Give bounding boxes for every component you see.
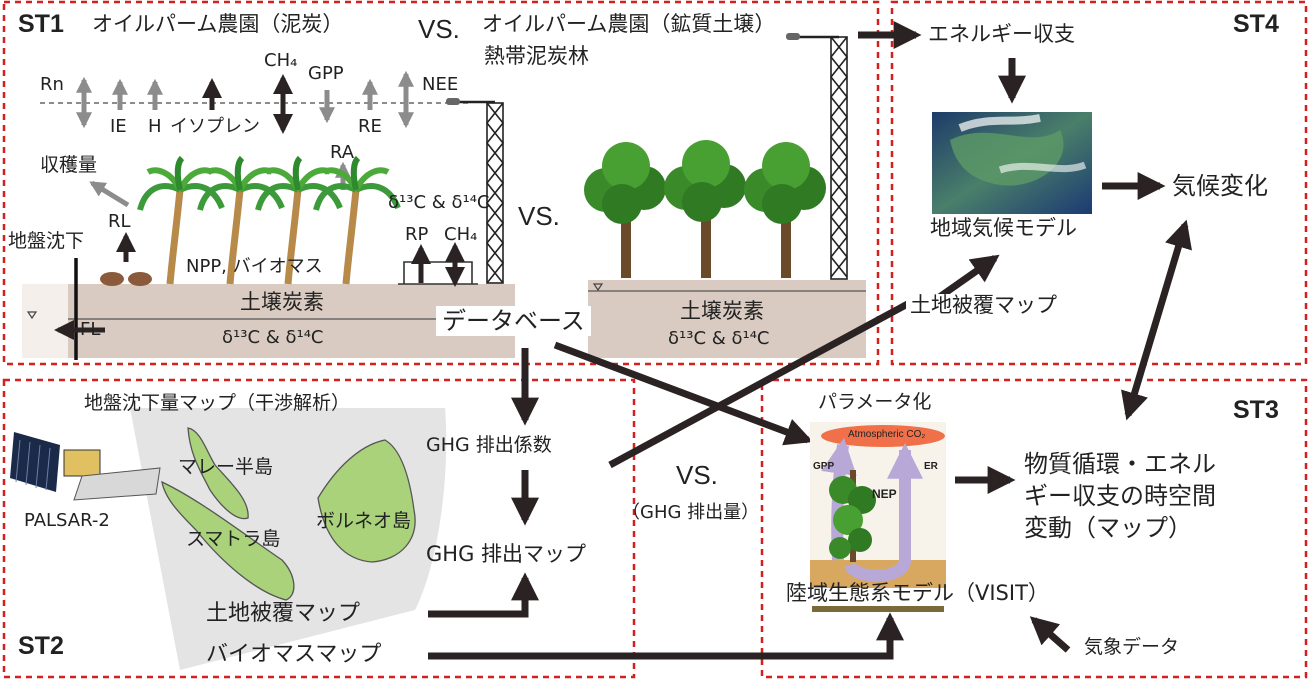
flux-isoprene: イソプレン	[170, 116, 260, 137]
soil-isotope-left: δ¹³C & δ¹⁴C	[222, 327, 324, 348]
satellite-palsar2	[10, 432, 161, 501]
arrow-climate-output	[1121, 219, 1192, 421]
flux-rl: RL	[108, 211, 131, 232]
island-borneo: ボルネオ島	[316, 510, 412, 532]
landcover-map-st4-label: 土地被覆マップ	[906, 294, 1061, 317]
st1-label: ST1	[18, 10, 64, 38]
st4-border	[890, 0, 1308, 366]
sensor-left	[446, 98, 460, 105]
fruit-bunch-1	[100, 272, 124, 286]
st4-label: ST4	[1233, 10, 1279, 38]
flux-isotope-top: δ¹³C & δ¹⁴C	[388, 192, 490, 213]
water-level-mark-left	[26, 311, 38, 320]
st1-border	[2, 0, 880, 366]
database-label: データベース	[436, 306, 591, 336]
energy-balance-label: エネルギー収支	[928, 22, 1075, 46]
landcover-map-st2-label: 土地被覆マップ	[206, 601, 361, 626]
flux-nee: NEE	[422, 74, 459, 95]
visit-tree	[829, 470, 876, 562]
st2-label: ST2	[18, 632, 64, 660]
st2-border	[2, 378, 636, 679]
fruit-bunch-2	[128, 272, 152, 286]
flux-subsidence: 地盤沈下	[8, 230, 85, 252]
visit-model-label: 陸域生態系モデル（VISIT）	[786, 581, 1049, 605]
flux-tower-left	[455, 100, 505, 284]
flux-rn: Rn	[40, 74, 64, 95]
visit-nep-label: NEP	[872, 487, 897, 501]
sensor-right	[786, 33, 800, 40]
chamber-box	[398, 261, 478, 285]
atm-co2-label: Atmospheric CO₂	[848, 429, 926, 440]
visit-ground-bar	[812, 606, 944, 612]
line-emission-to-landcover	[608, 296, 917, 469]
subsidence-map-title: 地盤沈下量マップ（干渉解析）	[84, 392, 351, 414]
weather-data-label: 気象データ	[1084, 636, 1180, 658]
island-sumatra: スマトラ島	[186, 528, 281, 550]
title-peat-forest: 熱帯泥炭林	[484, 44, 589, 68]
regional-climate-model-label: 地域気候モデル	[930, 216, 1077, 240]
climate-change-label: 気候変化	[1172, 172, 1268, 200]
visit-er-label: ER	[924, 461, 938, 472]
flux-fl: FL	[80, 319, 101, 340]
ghg-emission-factor-label: GHG 排出係数	[426, 434, 552, 456]
ghg-emission-amount-label: （GHG 排出量）	[622, 502, 760, 523]
flux-re: RE	[358, 116, 382, 137]
arrow-biomass-to-visit	[428, 612, 904, 660]
flux-harvest: 収穫量	[40, 154, 98, 176]
output-line1: 物質循環・エネル	[1024, 450, 1216, 478]
flux-gpp: GPP	[308, 63, 344, 84]
sumatra-shape	[161, 480, 295, 601]
flux-npp: NPP, バイオマス	[186, 256, 323, 277]
vs-label-mid: VS.	[518, 201, 560, 231]
output-line2: ギー収支の時空間	[1024, 482, 1216, 510]
flux-rp: RP	[405, 224, 429, 245]
malay-peninsula-shape	[187, 427, 249, 520]
palm-trees	[137, 155, 401, 285]
satellite-label: PALSAR-2	[24, 510, 110, 531]
biomass-map-label: バイオマスマップ	[206, 642, 382, 667]
title-oilpalm-peat: オイルパーム農園（泥炭）	[92, 12, 344, 36]
forest-trees	[584, 140, 826, 278]
borneo-shape	[317, 439, 416, 563]
flux-ie: IE	[110, 116, 127, 137]
st3-border	[760, 378, 1308, 679]
arrow-landcover-to-model	[935, 254, 1000, 301]
soil-block-right	[588, 280, 866, 358]
soil-carbon-right: 土壌炭素	[680, 299, 764, 323]
visit-gpp-label: GPP	[813, 461, 835, 472]
drainage-ditch	[22, 284, 68, 358]
arrow-weather-to-visit	[1029, 616, 1071, 653]
flux-h: H	[148, 116, 162, 137]
arrow-landcover-to-map	[428, 572, 539, 618]
soil-carbon-left: 土壌炭素	[240, 290, 324, 314]
soil-block-left	[22, 284, 515, 358]
title-oilpalm-mineral: オイルパーム農園（鉱質土壌）	[482, 12, 776, 36]
water-level-mark-right	[592, 283, 604, 292]
vs-label-bottom: VS.	[676, 460, 718, 490]
soil-isotope-right: δ¹³C & δ¹⁴C	[668, 328, 770, 349]
flux-ch4-bottom: CH₄	[444, 224, 478, 245]
ghg-emission-map-label: GHG 排出マップ	[426, 542, 587, 566]
vs-label-top: VS.	[418, 14, 460, 44]
output-line3: 変動（マップ）	[1024, 514, 1192, 542]
flux-ch4-top: CH₄	[264, 50, 298, 71]
er-flow	[844, 442, 923, 582]
flux-ra: RA	[330, 142, 355, 163]
arrow-db-to-param	[553, 341, 814, 446]
flux-tower-right	[795, 35, 849, 280]
harvest-arrow	[89, 180, 130, 208]
parameterization-label: パラメータ化	[818, 391, 932, 413]
island-malay: マレー半島	[178, 456, 274, 478]
st3-label: ST3	[1233, 396, 1279, 424]
